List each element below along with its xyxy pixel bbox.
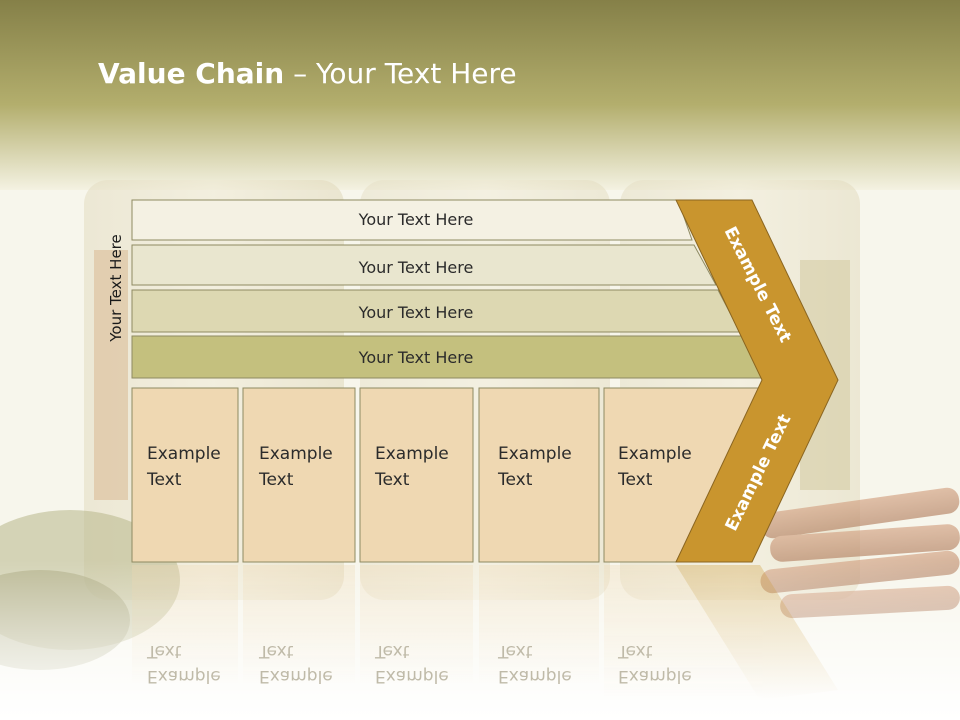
cell-3-line1: Example	[375, 444, 449, 464]
cell-3: Example Text	[359, 387, 474, 563]
cell-5-line1: Example	[618, 444, 692, 464]
cell-5-reflection-line2: Text	[617, 641, 653, 661]
bar-1-label: Your Text Here	[358, 210, 474, 229]
cell-5-reflection-line1: Example	[618, 666, 692, 686]
bar-3: Your Text Here	[131, 289, 741, 333]
title-bold: Value Chain	[98, 57, 285, 90]
cell-4-reflection-line1: Example	[498, 666, 572, 686]
cell-3-reflection-line1: Example	[375, 666, 449, 686]
bar-1: Your Text Here	[131, 199, 693, 241]
cell-1-reflection-line1: Example	[147, 666, 221, 686]
bar-2-label: Your Text Here	[358, 258, 474, 277]
slide-title: Value Chain – Your Text Here	[98, 54, 517, 94]
cell-4-reflection-line2: Text	[497, 641, 533, 661]
bar-4: Your Text Here	[131, 335, 765, 379]
bar-4-label: Your Text Here	[358, 348, 474, 367]
bar-2: Your Text Here	[131, 244, 717, 286]
title-rest: – Your Text Here	[284, 57, 517, 90]
cell-1-line1: Example	[147, 444, 221, 464]
cell-2-line1: Example	[259, 444, 333, 464]
cell-4: Example Text	[478, 387, 600, 563]
cell-3-line2: Text	[374, 470, 410, 490]
cell-5-line2: Text	[617, 470, 653, 490]
cell-2: Example Text	[242, 387, 356, 563]
cell-1: Example Text	[131, 387, 239, 563]
cell-3-reflection-line2: Text	[374, 641, 410, 661]
cell-1-line2: Text	[146, 470, 182, 490]
bar-3-label: Your Text Here	[358, 303, 474, 322]
cell-2-line2: Text	[258, 470, 294, 490]
cell-reflections: Example Text Example Text Example Text E…	[132, 565, 838, 700]
cell-2-reflection-line1: Example	[259, 666, 333, 686]
cell-4-line2: Text	[497, 470, 533, 490]
cell-1-reflection-line2: Text	[146, 641, 182, 661]
cell-2-reflection-line2: Text	[258, 641, 294, 661]
cell-4-line1: Example	[498, 444, 572, 464]
